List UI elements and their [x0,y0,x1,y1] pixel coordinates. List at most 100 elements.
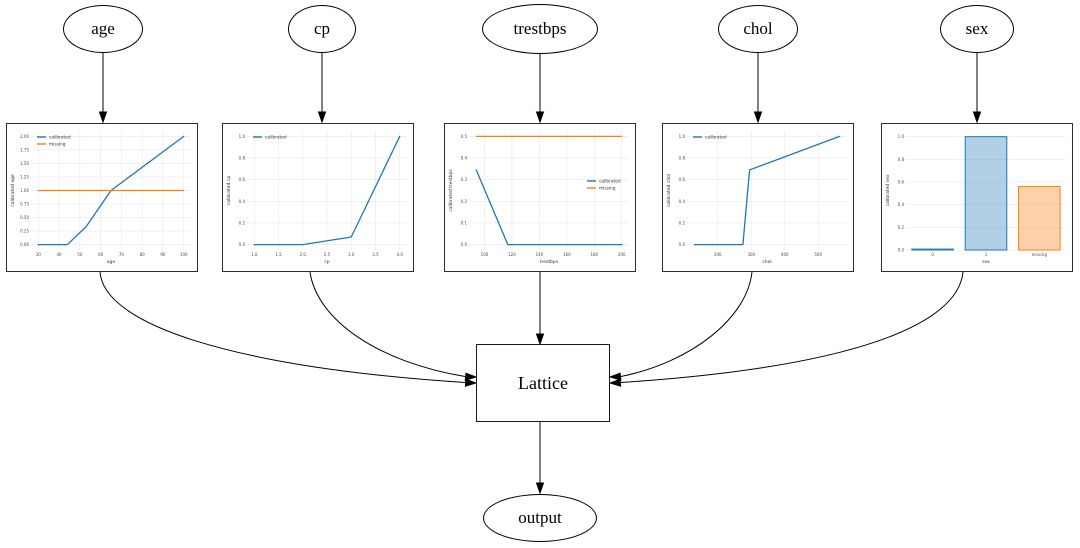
svg-text:300: 300 [747,252,755,257]
svg-text:70: 70 [119,252,125,257]
svg-text:90: 90 [160,252,166,257]
svg-text:0.6: 0.6 [239,177,246,182]
svg-text:1.75: 1.75 [20,147,29,152]
svg-text:1.25: 1.25 [20,174,29,179]
svg-text:trestbps: trestbps [540,259,559,265]
svg-text:calibrated: calibrated [265,135,287,141]
svg-text:2.5: 2.5 [324,252,331,257]
svg-text:0.0: 0.0 [239,242,246,247]
svg-text:120: 120 [508,252,516,257]
feature-node-sex-label: sex [965,19,989,38]
svg-text:0.00: 0.00 [20,242,29,247]
arrow-trestbps-to-lattice [535,272,545,346]
svg-text:0.6: 0.6 [898,180,905,185]
svg-text:160: 160 [563,252,571,257]
svg-text:0.25: 0.25 [20,229,29,234]
svg-text:2.0: 2.0 [300,252,307,257]
svg-text:cp: cp [324,260,329,265]
svg-text:calibrated: calibrated [49,135,71,141]
svg-text:80: 80 [140,252,146,257]
arrow-sex-to-calibrator [972,53,982,124]
svg-text:200: 200 [714,252,722,257]
feature-node-age: age [63,5,143,53]
svg-text:missing: missing [49,142,66,148]
svg-text:2.00: 2.00 [20,134,29,139]
svg-text:180: 180 [590,252,598,257]
lattice-node: Lattice [476,344,610,422]
svg-text:0.6: 0.6 [679,177,686,182]
svg-text:0.4: 0.4 [898,202,905,207]
feature-node-cp: cp [288,5,356,53]
svg-text:sex: sex [982,260,990,265]
svg-text:0.8: 0.8 [898,157,905,162]
svg-text:calibrated chol: calibrated chol [666,174,672,207]
svg-text:0.2: 0.2 [239,220,246,225]
svg-text:1.00: 1.00 [20,188,29,193]
feature-node-trestbps: trestbps [482,4,598,54]
svg-text:1.0: 1.0 [251,252,258,257]
output-node: output [483,494,597,542]
svg-text:100: 100 [481,252,489,257]
arrow-sex-to-lattice [608,271,964,387]
feature-node-sex: sex [940,5,1014,53]
output-node-label: output [518,508,562,527]
calibrator-plot-sex: 0.0 0.2 0.4 0.6 0.8 1.0 0 1 missing sex calibrated… [881,123,1073,272]
arrow-lattice-to-output [535,422,545,495]
svg-text:0: 0 [931,252,934,257]
svg-text:chol: chol [762,259,771,265]
svg-text:1.50: 1.50 [20,161,29,166]
svg-text:3.5: 3.5 [372,252,379,257]
arrow-age-to-lattice [99,271,478,387]
arrow-trestbps-to-calibrator [535,53,545,124]
arrow-chol-to-calibrator [753,53,763,124]
svg-text:calibrated cp: calibrated cp [226,176,232,205]
svg-text:4.0: 4.0 [397,252,404,257]
svg-text:0.2: 0.2 [461,199,468,204]
svg-text:100: 100 [180,252,188,257]
svg-text:0.0: 0.0 [679,242,686,247]
svg-text:50: 50 [77,252,83,257]
svg-text:calibrated age: calibrated age [10,174,16,207]
svg-text:30: 30 [36,252,42,257]
svg-text:0.50: 0.50 [20,215,29,220]
arrow-cp-to-lattice [309,271,478,382]
svg-text:40: 40 [57,252,63,257]
svg-text:0.4: 0.4 [679,199,686,204]
arrow-age-to-calibrator [98,53,108,124]
svg-text:0.8: 0.8 [239,156,246,161]
svg-text:0.1: 0.1 [461,220,468,225]
svg-text:calibrated: calibrated [705,135,727,141]
svg-text:3.0: 3.0 [348,252,355,257]
svg-text:0.2: 0.2 [679,220,686,225]
svg-text:1.5: 1.5 [275,252,282,257]
svg-text:0.4: 0.4 [461,156,468,161]
svg-text:missing: missing [1032,252,1048,257]
svg-text:200: 200 [618,252,626,257]
svg-text:1.0: 1.0 [239,134,246,139]
svg-text:1.0: 1.0 [898,134,905,139]
feature-node-chol-label: chol [743,19,773,38]
svg-text:0.0: 0.0 [898,248,905,253]
feature-node-age-label: age [91,19,115,38]
lattice-node-label: Lattice [518,372,568,393]
svg-text:0.0: 0.0 [461,242,468,247]
svg-text:age: age [107,260,116,265]
calibrator-plot-cp: 0.0 0.2 0.4 0.6 0.8 1.0 1.0 1.5 2.0 2.5 3.0 3.5 4.0 c… [222,123,414,272]
svg-text:0.2: 0.2 [898,225,905,230]
feature-node-trestbps-label: trestbps [513,19,567,38]
svg-text:1: 1 [985,252,988,257]
arrow-cp-to-calibrator [317,53,327,124]
svg-text:calibrated sex: calibrated sex [885,174,891,206]
svg-text:500: 500 [814,252,822,257]
svg-text:60: 60 [98,252,104,257]
svg-text:140: 140 [536,252,544,257]
svg-text:0.4: 0.4 [239,199,246,204]
feature-node-cp-label: cp [313,19,331,38]
svg-text:0.3: 0.3 [461,177,468,182]
svg-text:0.5: 0.5 [461,134,468,139]
feature-node-chol: chol [718,5,798,53]
svg-text:1.0: 1.0 [679,134,686,139]
